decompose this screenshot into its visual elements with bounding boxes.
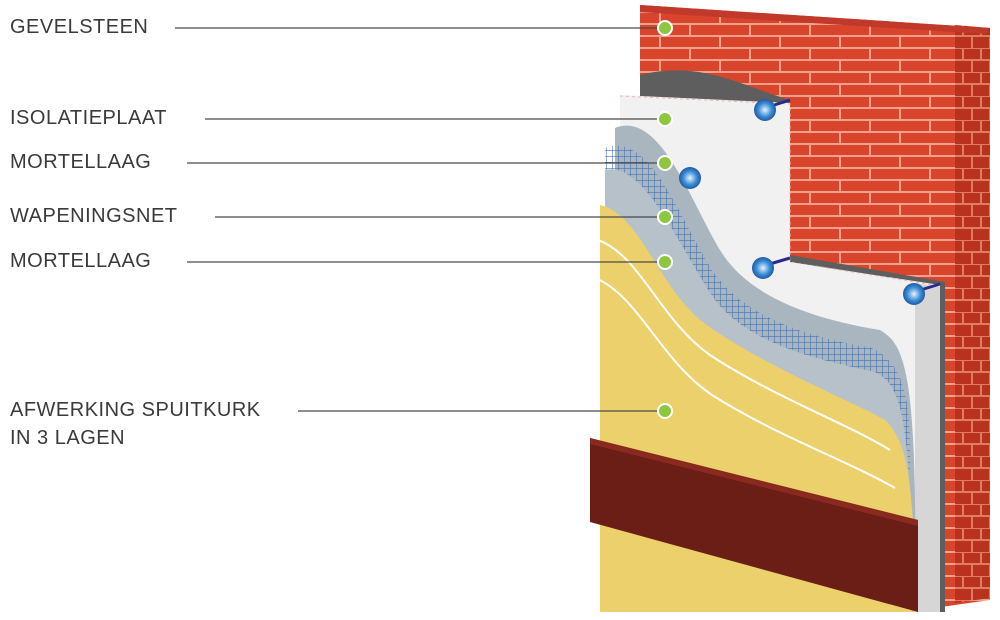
label-afwerking-line-2: IN 3 LAGEN xyxy=(10,427,126,449)
insulation-side xyxy=(915,283,940,612)
marker-afwerking xyxy=(657,403,673,419)
brick-wall-top xyxy=(640,5,990,34)
label-wapeningsnet: WAPENINGSNET xyxy=(10,205,178,227)
base-plinth xyxy=(590,438,918,612)
marker-mortellaag-2 xyxy=(657,254,673,270)
marker-mortellaag-1 xyxy=(657,155,673,171)
label-mortellaag-2: MORTELLAAG xyxy=(10,250,152,272)
marker-wapeningsnet xyxy=(657,209,673,225)
label-afwerking-line-1: AFWERKING SPUITKURK xyxy=(10,399,261,421)
label-gevelsteen: GEVELSTEEN xyxy=(10,16,149,38)
marker-isolatieplaat xyxy=(657,111,673,127)
anchor-icon xyxy=(903,282,941,305)
anchor-icon xyxy=(679,167,701,189)
marker-gevelsteen xyxy=(657,20,673,36)
label-mortellaag-1: MORTELLAAG xyxy=(10,151,152,173)
anchor-icon xyxy=(754,98,791,121)
brick-wall-side xyxy=(955,25,990,603)
label-isolatieplaat: ISOLATIEPLAAT xyxy=(10,107,167,129)
anchor-icon xyxy=(752,256,791,279)
